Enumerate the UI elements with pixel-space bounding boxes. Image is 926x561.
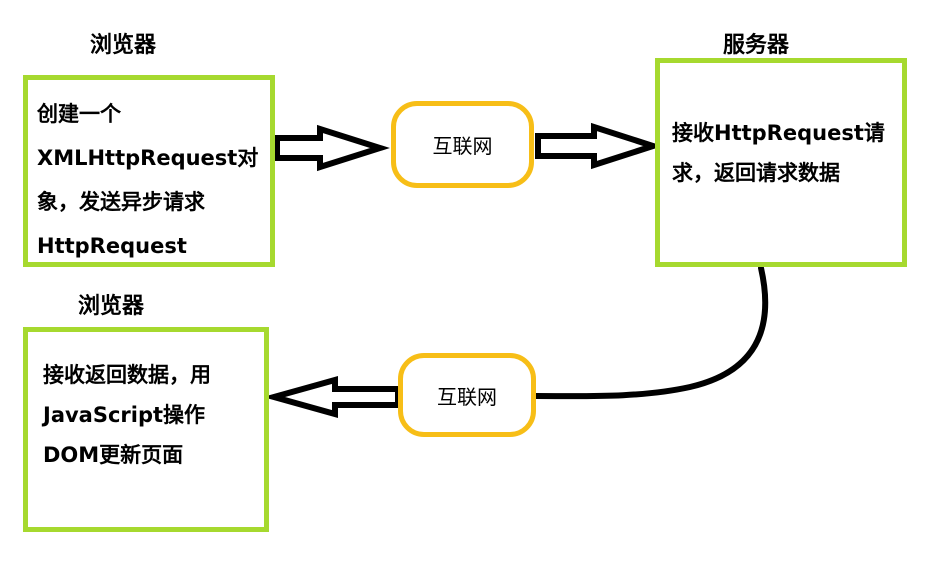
browser-top-title: 浏览器 bbox=[90, 33, 157, 58]
arrow-internet-to-server bbox=[535, 122, 663, 170]
server-title: 服务器 bbox=[723, 33, 790, 58]
server-text: 接收HttpRequest请 求，返回请求数据 bbox=[672, 113, 885, 193]
browser-top-line-1: 创建一个 bbox=[37, 102, 121, 126]
browser-top-box bbox=[23, 75, 275, 267]
browser-top-line-3: 象，发送异步请求 bbox=[37, 190, 205, 214]
server-line-2: 求，返回请求数据 bbox=[672, 161, 840, 185]
browser-bottom-box bbox=[23, 327, 269, 532]
browser-bottom-title: 浏览器 bbox=[78, 294, 145, 319]
browser-bottom-line-3: DOM更新页面 bbox=[43, 443, 184, 467]
browser-bottom-line-2: JavaScript操作 bbox=[43, 403, 206, 427]
internet-bottom-node: 互联网 bbox=[398, 353, 536, 437]
browser-top-line-2: XMLHttpRequest对 bbox=[37, 146, 259, 170]
browser-bottom-line-1: 接收返回数据，用 bbox=[43, 363, 211, 387]
server-box bbox=[655, 58, 907, 267]
arrow-internet-to-browser bbox=[262, 376, 401, 418]
line-server-to-internet bbox=[533, 265, 769, 400]
internet-top-node: 互联网 bbox=[391, 101, 534, 188]
arrow-browser-to-internet bbox=[274, 124, 390, 172]
server-line-1: 接收HttpRequest请 bbox=[672, 121, 885, 145]
browser-top-line-4: HttpRequest bbox=[37, 234, 187, 258]
browser-bottom-text: 接收返回数据，用 JavaScript操作 DOM更新页面 bbox=[43, 355, 211, 475]
browser-top-text: 创建一个 XMLHttpRequest对 象，发送异步请求 HttpReques… bbox=[37, 92, 258, 268]
